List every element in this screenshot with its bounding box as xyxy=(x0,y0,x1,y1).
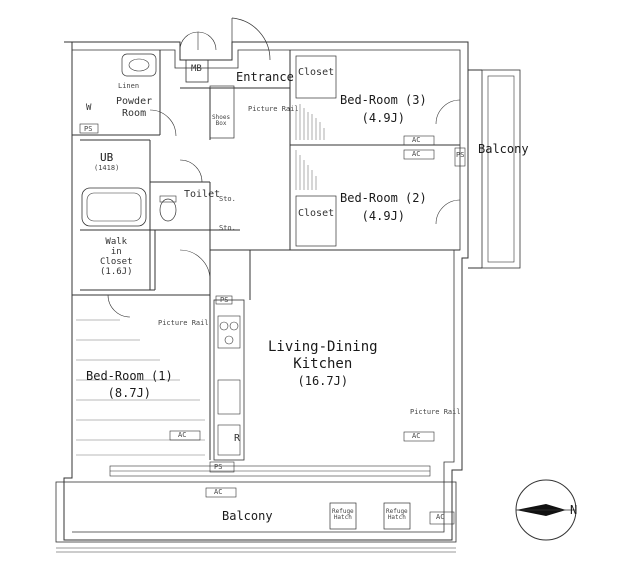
linen-label: Linen xyxy=(118,82,140,90)
refuge-hatch-2-box xyxy=(383,502,411,530)
storage-label-1: Sto. xyxy=(219,195,236,203)
unit-bath-label: UB (1418) xyxy=(94,152,119,172)
outer-wall-inner xyxy=(72,49,461,533)
bedroom-3-size: (4.9J) xyxy=(361,111,406,125)
ub-size: (1418) xyxy=(94,164,120,172)
refuge-hatch-1-box xyxy=(329,502,357,530)
living-line1: Living-Dining xyxy=(268,339,378,355)
ac-label-3: AC xyxy=(412,432,421,440)
walkin-line3: Closet xyxy=(100,257,133,267)
shoes-line1: Shoes xyxy=(212,114,231,121)
compass-icon xyxy=(515,479,577,541)
ps-label-3: PS xyxy=(214,463,223,471)
picture-rail-label-3: Picture Rail xyxy=(410,408,461,416)
shoes-line2: Box xyxy=(215,120,227,127)
ac-label-2: AC xyxy=(412,150,421,158)
walkin-line1: Walk xyxy=(105,237,128,247)
kitchen-counter xyxy=(213,299,245,461)
closet-mid-box xyxy=(295,195,337,247)
meter-box-label: MB xyxy=(191,64,202,74)
refuge-2-line1: Refuge xyxy=(386,508,408,515)
refuge-1-line2: Hatch xyxy=(333,514,352,521)
bathtub xyxy=(81,187,147,227)
picture-rail-label-1: Picture Rail xyxy=(248,105,299,113)
walkin-line2: in xyxy=(110,247,122,257)
refuge-hatch-2-label: Refuge Hatch xyxy=(386,509,408,521)
bedroom-3-label: Bed-Room (3) (4.9J) xyxy=(340,94,427,124)
picture-rail-label-2: Picture Rail xyxy=(158,319,209,327)
balcony-south-label: Balcony xyxy=(222,509,273,523)
powder-room-label: Powder Room xyxy=(116,97,152,119)
bedroom-2-label: Bed-Room (2) (4.9J) xyxy=(340,192,427,222)
living-line2: Kitchen xyxy=(293,356,353,372)
closet-mid-label: Closet xyxy=(298,208,335,219)
refuge-2-line2: Hatch xyxy=(387,514,406,521)
balcony-east-label: Balcony xyxy=(478,142,529,156)
ub-name: UB xyxy=(100,151,114,164)
ps-label-2: PS xyxy=(220,296,229,304)
bedroom-1-name: Bed-Room (1) xyxy=(86,369,173,383)
walk-in-closet-label: Walk in Closet (1.6J) xyxy=(100,238,133,277)
washer-label: W xyxy=(86,103,92,113)
ac-label-5: AC xyxy=(214,488,223,496)
closet-top-label: Closet xyxy=(298,67,335,78)
storage-label-2: Sto. xyxy=(219,224,236,232)
bedroom-2-size: (4.9J) xyxy=(361,209,406,223)
ac-label-1: AC xyxy=(412,136,421,144)
ps-label-4: PS xyxy=(456,151,465,159)
south-balcony xyxy=(55,481,457,543)
entrance-label: Entrance xyxy=(236,70,294,84)
shoes-box-label: Shoes Box xyxy=(212,115,230,127)
refuge-hatch-1-label: Refuge Hatch xyxy=(332,509,354,521)
toilet-label: Toilet xyxy=(184,189,221,200)
toilet-bowl xyxy=(159,198,177,222)
living-size: (16.7J) xyxy=(297,374,349,388)
compass-north-label: N xyxy=(570,503,578,517)
powder-line1: Powder xyxy=(116,96,153,107)
ac-label-4: AC xyxy=(178,431,187,439)
closet-top-box xyxy=(295,55,337,99)
powder-line2: Room xyxy=(122,108,147,119)
living-room-label: Living-Dining Kitchen (16.7J) xyxy=(268,340,378,387)
bedroom-2-name: Bed-Room (2) xyxy=(340,191,427,205)
bedroom-1-label: Bed-Room (1) (8.7J) xyxy=(86,370,173,399)
refrigerator-label: R xyxy=(234,433,241,444)
refuge-1-line1: Refuge xyxy=(332,508,354,515)
bedroom-1-size: (8.7J) xyxy=(107,386,152,400)
ps-label-1: PS xyxy=(84,125,93,133)
walkin-size: (1.6J) xyxy=(100,267,133,277)
bedroom-3-name: Bed-Room (3) xyxy=(340,93,427,107)
ac-label-6: AC xyxy=(436,513,445,521)
east-balcony xyxy=(481,69,521,269)
